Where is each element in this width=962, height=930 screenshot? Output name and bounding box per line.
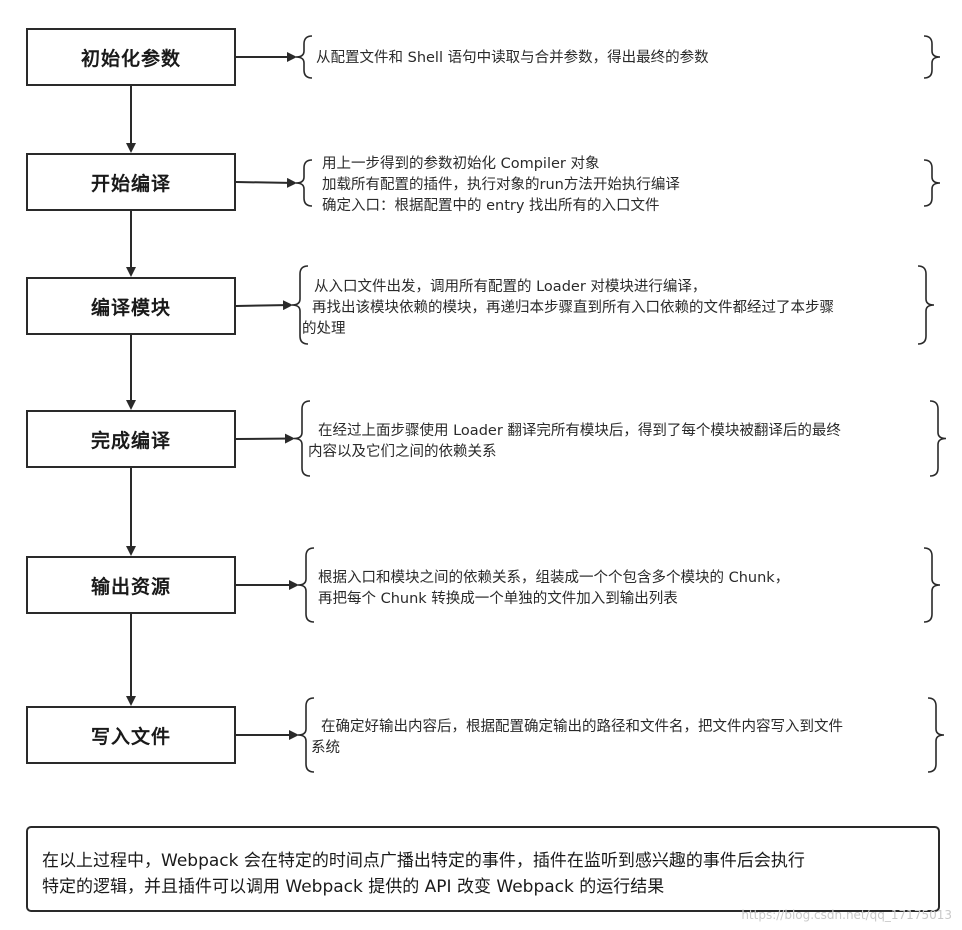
left-brace [293, 400, 311, 477]
description-line: 根据入口和模块之间的依赖关系，组装成一个个包含多个模块的 Chunk， [318, 570, 790, 586]
step-description-finish-compile: 在经过上面步骤使用 Loader 翻译完所有模块后，得到了每个模块被翻译后的最终… [308, 421, 841, 463]
step-description-start-compile: 用上一步得到的参数初始化 Compiler 对象 加载所有配置的插件，执行对象的… [322, 154, 680, 217]
description-line: 加载所有配置的插件，执行对象的run方法开始执行编译 [322, 177, 680, 193]
step-description-compile-modules: 从入口文件出发，调用所有配置的 Loader 对模块进行编译， 再找出该模块依赖… [302, 277, 834, 340]
left-brace [295, 159, 313, 207]
step-box-start-compile: 开始编译 [26, 153, 236, 211]
step-box-compile-modules: 编译模块 [26, 277, 236, 335]
description-line: 内容以及它们之间的依赖关系 [308, 444, 497, 460]
step-label: 写入文件 [90, 725, 171, 748]
flow-arrow-right [235, 433, 295, 444]
step-description-init-params: 从配置文件和 Shell 语句中读取与合并参数，得出最终的参数 [316, 48, 709, 69]
summary-text: 在以上过程中，Webpack 会在特定的时间点广播出特定的事件，插件在监听到感兴… [42, 848, 938, 900]
flow-arrow-right [235, 177, 297, 188]
step-description-output-assets: 根据入口和模块之间的依赖关系，组装成一个个包含多个模块的 Chunk， 再把每个… [318, 568, 789, 610]
right-brace [929, 400, 947, 477]
description-line: 再把每个 Chunk 转换成一个单独的文件加入到输出列表 [318, 591, 678, 607]
description-line: 从配置文件和 Shell 语句中读取与合并参数，得出最终的参数 [316, 50, 709, 66]
left-brace [297, 697, 315, 773]
description-line: 在经过上面步骤使用 Loader 翻译完所有模块后，得到了每个模块被翻译后的最终 [318, 423, 841, 439]
summary-box: 在以上过程中，Webpack 会在特定的时间点广播出特定的事件，插件在监听到感兴… [26, 826, 940, 912]
right-brace [923, 159, 941, 207]
step-label: 编译模块 [90, 296, 171, 319]
description-line: 用上一步得到的参数初始化 Compiler 对象 [322, 156, 600, 172]
step-label: 开始编译 [90, 172, 171, 195]
left-brace [295, 35, 313, 79]
left-brace [291, 265, 309, 345]
step-box-init-params: 初始化参数 [26, 28, 236, 86]
step-label: 输出资源 [90, 575, 171, 598]
step-box-write-files: 写入文件 [26, 706, 236, 764]
right-brace [917, 265, 935, 345]
description-line: 在确定好输出内容后，根据配置确定输出的路径和文件名，把文件内容写入到文件 [321, 719, 843, 735]
step-description-write-files: 在确定好输出内容后，根据配置确定输出的路径和文件名，把文件内容写入到文件 系统 [311, 717, 843, 759]
summary-line: 特定的逻辑，并且插件可以调用 Webpack 提供的 API 改变 Webpac… [42, 877, 665, 897]
step-box-output-assets: 输出资源 [26, 556, 236, 614]
description-line: 确定入口：根据配置中的 entry 找出所有的入口文件 [322, 198, 660, 214]
right-brace [923, 35, 941, 79]
description-line: 从入口文件出发，调用所有配置的 Loader 对模块进行编译， [314, 279, 707, 295]
right-brace [923, 547, 941, 623]
description-line: 的处理 [302, 321, 346, 337]
left-brace [297, 547, 315, 623]
description-line: 系统 [311, 740, 340, 756]
step-label: 完成编译 [90, 429, 171, 452]
step-box-finish-compile: 完成编译 [26, 410, 236, 468]
step-label: 初始化参数 [80, 47, 181, 70]
summary-line: 在以上过程中，Webpack 会在特定的时间点广播出特定的事件，插件在监听到感兴… [42, 851, 805, 871]
flow-arrow-right [235, 300, 293, 311]
description-line: 再找出该模块依赖的模块，再递归本步骤直到所有入口依赖的文件都经过了本步骤 [312, 300, 834, 316]
right-brace [927, 697, 945, 773]
watermark: https://blog.csdn.net/qq_17175013 [741, 908, 952, 922]
